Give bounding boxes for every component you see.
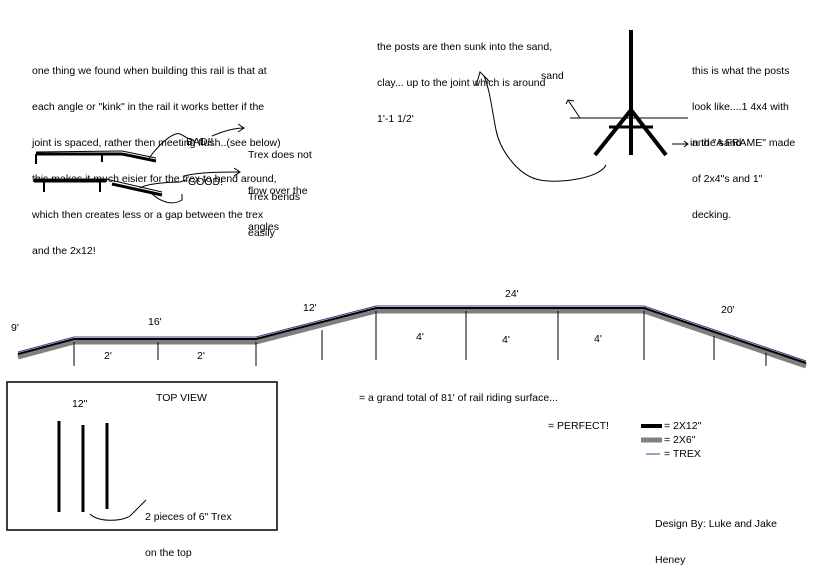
frame-note: this is what the posts look like....1 4x… [692,65,796,221]
intro-line: this makes it much eisier for the trex t… [32,173,277,185]
top-view-trex-note: 2 pieces of 6" Trex on the top [145,511,232,559]
intro-line: one thing we found when building this ra… [32,65,267,77]
good-joint-sketch [34,167,241,204]
intro-line: joint is spaced, rather then meeting flu… [32,137,281,149]
rail-posts [73,311,767,366]
top-view-width-label: 12" [72,398,88,410]
posts-note: the posts are then sunk into the sand, c… [377,41,553,125]
good-note: Trex bends easily [248,191,301,239]
rail-diagram-canvas [6,30,807,531]
segment-length-label: 20' [721,304,735,316]
legend-2x12-label: = 2X12" [664,420,702,432]
rail-profile [17,305,807,369]
bad-label: BAD!! [186,136,214,148]
post-a-frame-sketch [475,30,689,182]
segment-length-label: 16' [148,316,162,328]
design-credit: Design By: Luke and Jake Heney [655,518,777,566]
post-spacing-label: 4' [416,331,424,343]
in-sand-label: in the sand [690,137,742,149]
intro-line: and the 2x12! [32,245,96,257]
post-spacing-label: 4' [502,334,510,346]
legend-trex-label: = TREX [664,448,701,460]
post-spacing-label: 2' [104,350,112,362]
perfect-text: = PERFECT! [548,420,609,432]
legend-2x6-label: = 2X6" [664,434,696,446]
segment-length-label: 9' [11,322,19,334]
legend-swatches [641,424,662,455]
intro-line: each angle or "kink" in the rail it work… [32,101,265,113]
intro-line: which then creates less or a gap between… [32,209,264,221]
intro-note: one thing we found when building this ra… [32,41,281,269]
post-spacing-label: 4' [594,333,602,345]
top-view-title: TOP VIEW [156,392,207,404]
sand-label: sand [541,70,564,82]
good-label: GOOD! [188,176,224,188]
post-spacing-label: 2' [197,350,205,362]
bad-joint-sketch [35,123,245,164]
segment-length-label: 24' [505,288,519,300]
bad-note: Trex does not flow over the angles [248,149,312,233]
grand-total-text: = a grand total of 81' of rail riding su… [359,392,558,404]
top-view-box [6,381,278,531]
segment-length-label: 12' [303,302,317,314]
